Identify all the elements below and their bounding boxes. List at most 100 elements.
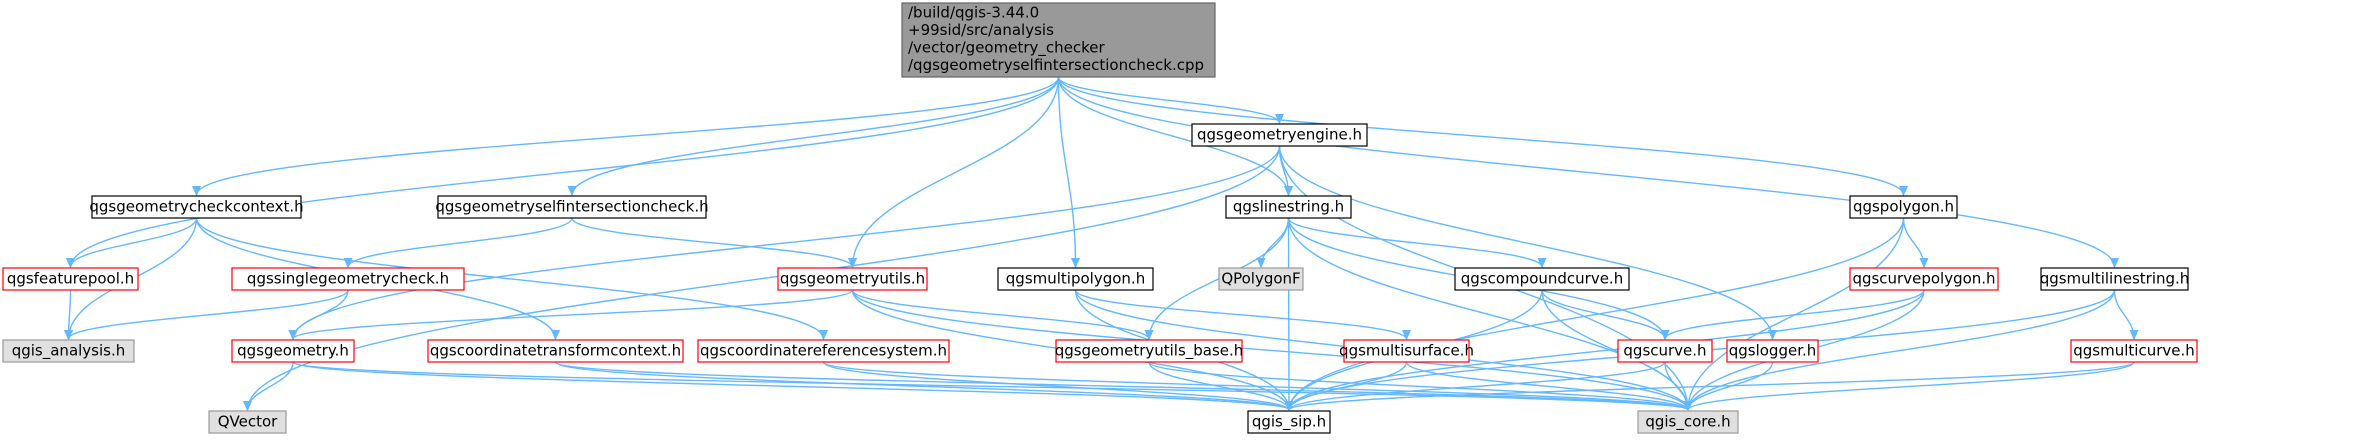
- node-box: [1849, 195, 1958, 219]
- edge-root-to-qgslinestring: [1057, 76, 1289, 195]
- node-box: [697, 339, 950, 363]
- node-root[interactable]: /build/qgis-3.44.0+99sid/src/analysis/ve…: [901, 2, 1216, 78]
- edge-qgsgeometrycheckcontext-to-qgsfeaturepool: [71, 217, 198, 267]
- edge-layer: [69, 76, 2135, 410]
- node-qgsmultilinestring[interactable]: qgsmultilinestring.h: [2040, 267, 2190, 291]
- node-label: qgsmultilinestring.h: [2040, 270, 2190, 288]
- node-box: [231, 339, 355, 363]
- node-qgis_analysis[interactable]: qgis_analysis.h: [2, 339, 135, 363]
- edge-root-to-qgsgeometryutils: [853, 76, 1060, 267]
- edge-qgsgeometryengine-to-qvector: [248, 145, 1281, 410]
- edge-qgsmultisurface-to-qgis_core: [1405, 361, 1689, 410]
- node-qgsgeometrycheckcontext[interactable]: qgsgeometrycheckcontext.h: [89, 195, 304, 219]
- node-qgscoordinatereferencesystem[interactable]: qgscoordinatereferencesystem.h: [697, 339, 950, 363]
- edge-qgsgeometryengine-to-qgslogger: [1278, 145, 1773, 339]
- node-box: [1343, 339, 1470, 363]
- node-box: [1225, 195, 1352, 219]
- node-box: [231, 267, 465, 291]
- node-qgsgeometryutils[interactable]: qgsgeometryutils.h: [777, 267, 928, 291]
- edge-qgscompoundcurve-to-qgscurve: [1541, 289, 1665, 339]
- node-qgslogger[interactable]: qgslogger.h: [1726, 339, 1819, 363]
- edge-qgsgeometryselfintersectioncheck-to-qgssinglegeometrycheck: [348, 217, 573, 267]
- node-box: [208, 410, 287, 434]
- node-box: [1617, 339, 1713, 363]
- edge-qgspolygon-to-qgis_sip: [1289, 217, 1905, 410]
- edge-qgsgeometryselfintersectioncheck-to-qgsgeometryutils: [571, 217, 853, 267]
- node-label: QPolygonF: [1221, 270, 1300, 288]
- node-label: qgslinestring.h: [1233, 198, 1344, 216]
- node-label: qgsgeometryutils_base.h: [1055, 342, 1244, 361]
- node-qgsgeometryselfintersectioncheck[interactable]: qgsgeometryselfintersectioncheck.h: [435, 195, 709, 219]
- node-qgis_core[interactable]: qgis_core.h: [1637, 410, 1739, 434]
- node-box: [1247, 410, 1331, 434]
- node-label: qgsfeaturepool.h: [7, 270, 134, 288]
- edge-qgssinglegeometrycheck-to-qgis_analysis: [69, 289, 349, 339]
- node-qgsmultisurface[interactable]: qgsmultisurface.h: [1339, 339, 1474, 363]
- node-box: [1055, 339, 1243, 363]
- node-label: qgscurvepolygon.h: [1852, 270, 1995, 288]
- edge-qgsgeometry-to-qgis_sip: [292, 361, 1289, 410]
- node-label: qgscoordinatetransformcontext.h: [430, 342, 681, 360]
- node-label: qgsgeometryselfintersectioncheck.h: [435, 198, 708, 216]
- node-label: qgscoordinatereferencesystem.h: [700, 342, 947, 360]
- node-qgscompoundcurve[interactable]: qgscompoundcurve.h: [1454, 267, 1630, 291]
- node-qgis_sip[interactable]: qgis_sip.h: [1247, 410, 1331, 434]
- node-label: qgsmulticurve.h: [2073, 342, 2195, 360]
- node-label: qgsgeometry.h: [237, 342, 349, 360]
- edge-root-to-qgspolygon: [1057, 76, 1904, 195]
- node-label: /qgsgeometryselfintersectioncheck.cpp: [908, 56, 1204, 74]
- edge-qgspolygon-to-qgscurvepolygon: [1902, 217, 1925, 267]
- edge-qgscoordinatereferencesystem-to-qgis_core: [822, 361, 1689, 410]
- edge-qgscurvepolygon-to-qgis_sip: [1289, 289, 1925, 410]
- node-qgscoordinatetransformcontext[interactable]: qgscoordinatetransformcontext.h: [427, 339, 684, 363]
- edge-qgsgeometry-to-qgis_core: [292, 361, 1688, 410]
- edge-qgsmulticurve-to-qgis_core: [1688, 361, 2135, 410]
- edge-qgsgeometrycheckcontext-to-qgscoordinatereferencesystem: [195, 217, 824, 339]
- node-label: qgis_sip.h: [1252, 413, 1326, 432]
- edge-qgsgeometryengine-to-qgsgeometry: [293, 145, 1281, 339]
- edge-root-to-qgsmultipolygon: [1057, 76, 1076, 267]
- node-box: [2, 339, 135, 363]
- node-label: qgspolygon.h: [1853, 198, 1954, 216]
- node-qgspolygon[interactable]: qgspolygon.h: [1849, 195, 1958, 219]
- node-qgsfeaturepool[interactable]: qgsfeaturepool.h: [2, 267, 139, 291]
- node-qgsmulticurve[interactable]: qgsmulticurve.h: [2070, 339, 2198, 363]
- edge-root-to-qgsgeometrycheckcontext: [197, 76, 1060, 195]
- edge-qgsgeometryutils_base-to-qgis_core: [1148, 361, 1688, 410]
- node-box: [1637, 410, 1739, 434]
- node-qgssinglegeometrycheck[interactable]: qgssinglegeometrycheck.h: [231, 267, 465, 291]
- node-qgsgeometryutils_base[interactable]: qgsgeometryutils_base.h: [1055, 339, 1244, 363]
- node-qgsmultipolygon[interactable]: qgsmultipolygon.h: [997, 267, 1154, 291]
- node-label: qgscurve.h: [1623, 342, 1706, 360]
- node-box: [1849, 267, 1999, 291]
- node-box: [2, 267, 139, 291]
- edge-qgscoordinatetransformcontext-to-qgis_sip: [554, 361, 1290, 410]
- node-qgslinestring[interactable]: qgslinestring.h: [1225, 195, 1352, 219]
- node-box: [1726, 339, 1819, 363]
- edge-root-to-qgsgeometryselfintersectioncheck: [572, 76, 1060, 195]
- node-box: [1218, 267, 1304, 291]
- node-box: [2040, 267, 2189, 291]
- edge-qgsgeometryutils_base-to-qgis_sip: [1148, 361, 1289, 410]
- node-qgsgeometry[interactable]: qgsgeometry.h: [231, 339, 355, 363]
- node-label: qgsgeometryutils.h: [780, 270, 925, 288]
- node-layer: /build/qgis-3.44.0+99sid/src/analysis/ve…: [2, 2, 2198, 434]
- edge-qgsmultilinestring-to-qgis_core: [1688, 289, 2116, 410]
- node-qgscurve[interactable]: qgscurve.h: [1617, 339, 1713, 363]
- edge-qgsgeometryutils-to-qgsgeometryutils_base: [851, 289, 1150, 339]
- edge-root-to-qgsfeaturepool: [71, 76, 1060, 267]
- node-box: [91, 195, 302, 219]
- node-box: [901, 2, 1216, 78]
- node-qgsgeometryengine[interactable]: qgsgeometryengine.h: [1191, 123, 1368, 147]
- edge-qgscurve-to-qgis_sip: [1289, 361, 1666, 410]
- edge-qgslinestring-to-qpolygonf: [1261, 217, 1290, 267]
- node-qgscurvepolygon[interactable]: qgscurvepolygon.h: [1849, 267, 1999, 291]
- node-qvector[interactable]: QVector: [208, 410, 287, 434]
- node-box: [777, 267, 928, 291]
- node-box: [437, 195, 707, 219]
- node-qpolygonf[interactable]: QPolygonF: [1218, 267, 1304, 291]
- edge-qgslinestring-to-qgis_core: [1287, 217, 1689, 410]
- node-label: QVector: [218, 413, 278, 431]
- node-label: qgssinglegeometrycheck.h: [247, 270, 449, 288]
